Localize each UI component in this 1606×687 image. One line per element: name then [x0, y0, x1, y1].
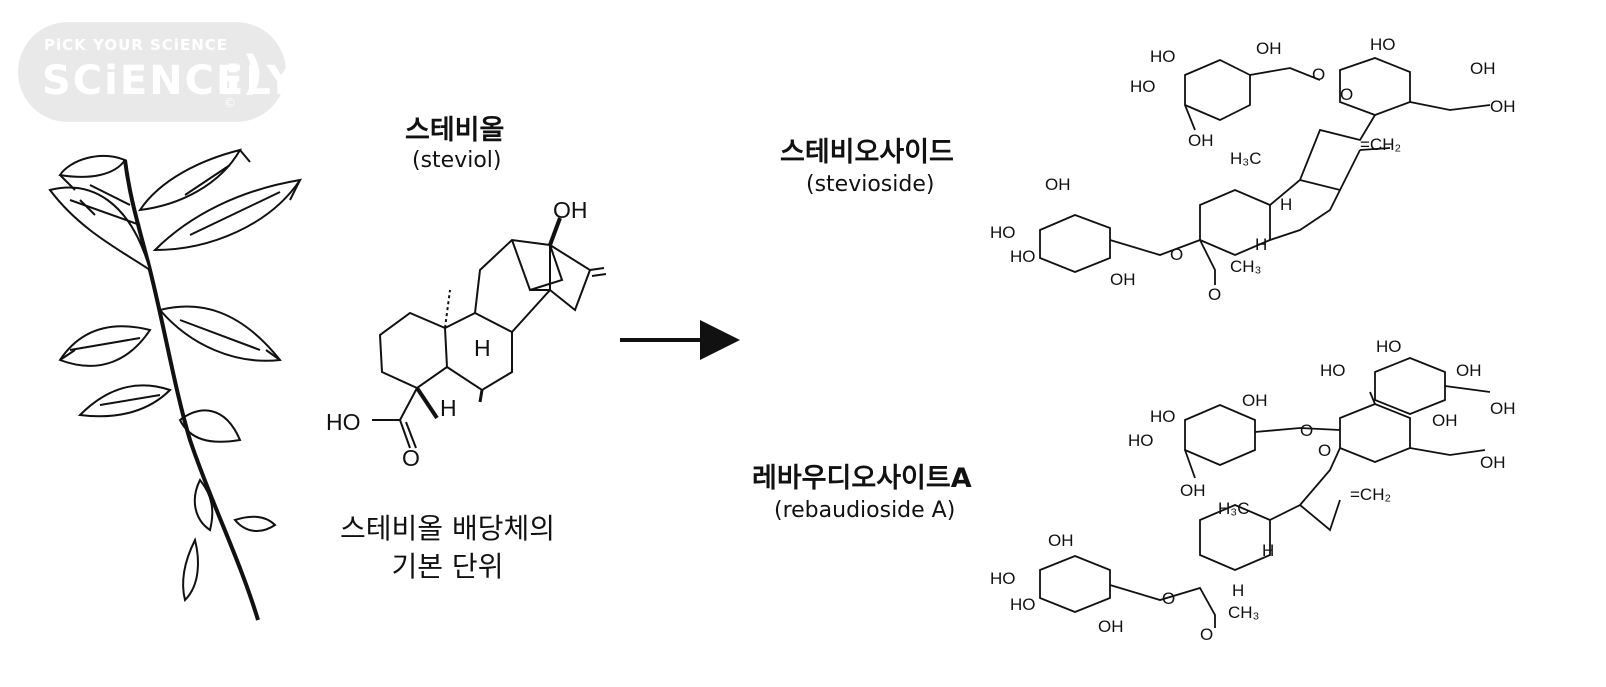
rebaudioside-label: O: [1300, 421, 1313, 440]
stevioside-label: OH: [1256, 39, 1282, 58]
stevioside-label: OH: [1110, 270, 1136, 289]
rebaudioside-label: =CH₂: [1350, 485, 1391, 504]
rebaudioside-label: HO: [1128, 431, 1154, 450]
sciencely-logo: PiCK YOUR SCiENCE SCiENCELY :) ©: [18, 22, 296, 122]
rebaudioside-label: CH₃: [1228, 603, 1259, 622]
stevioside-label: H₃C: [1230, 149, 1261, 168]
rebaudioside-label: OH: [1432, 411, 1458, 430]
stevioside-label: O: [1340, 85, 1353, 104]
steviol-o-label: O: [402, 445, 420, 471]
stevioside-label: HO: [1010, 247, 1036, 266]
rebaudioside-label: OH: [1180, 481, 1206, 500]
rebaudioside-label: OH: [1456, 361, 1482, 380]
rebaudioside-label: OH: [1048, 531, 1074, 550]
steviol-subtitle: (steviol): [412, 148, 502, 173]
stevioside-subtitle: (stevioside): [806, 172, 935, 197]
stevioside-labels: HO OH HO OH HO OH O O OH H₃C =CH₂ H H OH…: [990, 35, 1516, 304]
stevioside-label: =CH₂: [1360, 135, 1401, 154]
steviol-desc-line-2: 기본 단위: [391, 550, 504, 583]
rebaudioside-label: H: [1232, 581, 1244, 600]
steviol-oh-label: OH: [553, 197, 588, 223]
rebaudioside-label: OH: [1490, 399, 1516, 418]
stevioside-label: OH: [1470, 59, 1496, 78]
rebaudioside-subtitle: (rebaudioside A): [774, 498, 956, 523]
stevioside-label: OH: [1490, 97, 1516, 116]
rebaudioside-label: OH: [1480, 453, 1506, 472]
rebaudioside-label: O: [1318, 441, 1331, 460]
rebaudioside-label: HO: [990, 569, 1016, 588]
stevioside-label: O: [1312, 65, 1325, 84]
rebaudioside-label: HO: [1320, 361, 1346, 380]
rebaudioside-labels: HO HO OH OH HO OH HO OH OH O O OH H₃C =C…: [990, 337, 1516, 644]
rebaudioside-label: HO: [1150, 407, 1176, 426]
rebaudioside-label: H₃C: [1218, 499, 1249, 518]
steviol-title: 스테비올: [405, 115, 505, 146]
rebaudioside-label: H: [1262, 541, 1274, 560]
logo-copyright: ©: [224, 96, 236, 110]
rebaudioside-label: HO: [1376, 337, 1402, 356]
stevioside-label: O: [1170, 245, 1183, 264]
rebaudioside-label: O: [1200, 625, 1213, 644]
rebaudioside-structure: [1039, 357, 1491, 628]
rebaudioside-label: OH: [1242, 391, 1268, 410]
stevioside-label: H: [1255, 235, 1267, 254]
stevioside-label: HO: [1130, 77, 1156, 96]
logo-smile-icon: :): [224, 46, 264, 100]
rebaudioside-label: OH: [1098, 617, 1124, 636]
rebaudioside-label: O: [1162, 589, 1175, 608]
steviol-description: 스테비올 배당체의 기본 단위: [340, 510, 555, 586]
steviol-ho-label: HO: [326, 409, 361, 435]
logo-wordmark: SCiENCELY: [42, 58, 298, 104]
stevioside-label: OH: [1045, 175, 1071, 194]
steviol-h-label: H: [474, 335, 491, 361]
stevioside-label: CH₃: [1230, 257, 1261, 276]
stevioside-label: O: [1208, 285, 1221, 304]
stevioside-label: HO: [1370, 35, 1396, 54]
stevioside-label: HO: [1150, 47, 1176, 66]
logo-tagline: PiCK YOUR SCiENCE: [44, 36, 229, 54]
rebaudioside-title: 레바우디오사이트A: [752, 463, 972, 494]
stevia-plant-illustration: [48, 148, 303, 621]
steviol-structure: [372, 217, 607, 449]
stevioside-label: H: [1280, 195, 1292, 214]
steviol-desc-line-1: 스테비올 배당체의: [340, 512, 555, 545]
steviol-h2-label: H: [440, 395, 457, 421]
stevioside-structure: [1039, 57, 1491, 285]
rebaudioside-label: HO: [1010, 595, 1036, 614]
stevioside-label: OH: [1188, 131, 1214, 150]
stevioside-title: 스테비오사이드: [780, 137, 954, 168]
stevioside-label: HO: [990, 223, 1016, 242]
